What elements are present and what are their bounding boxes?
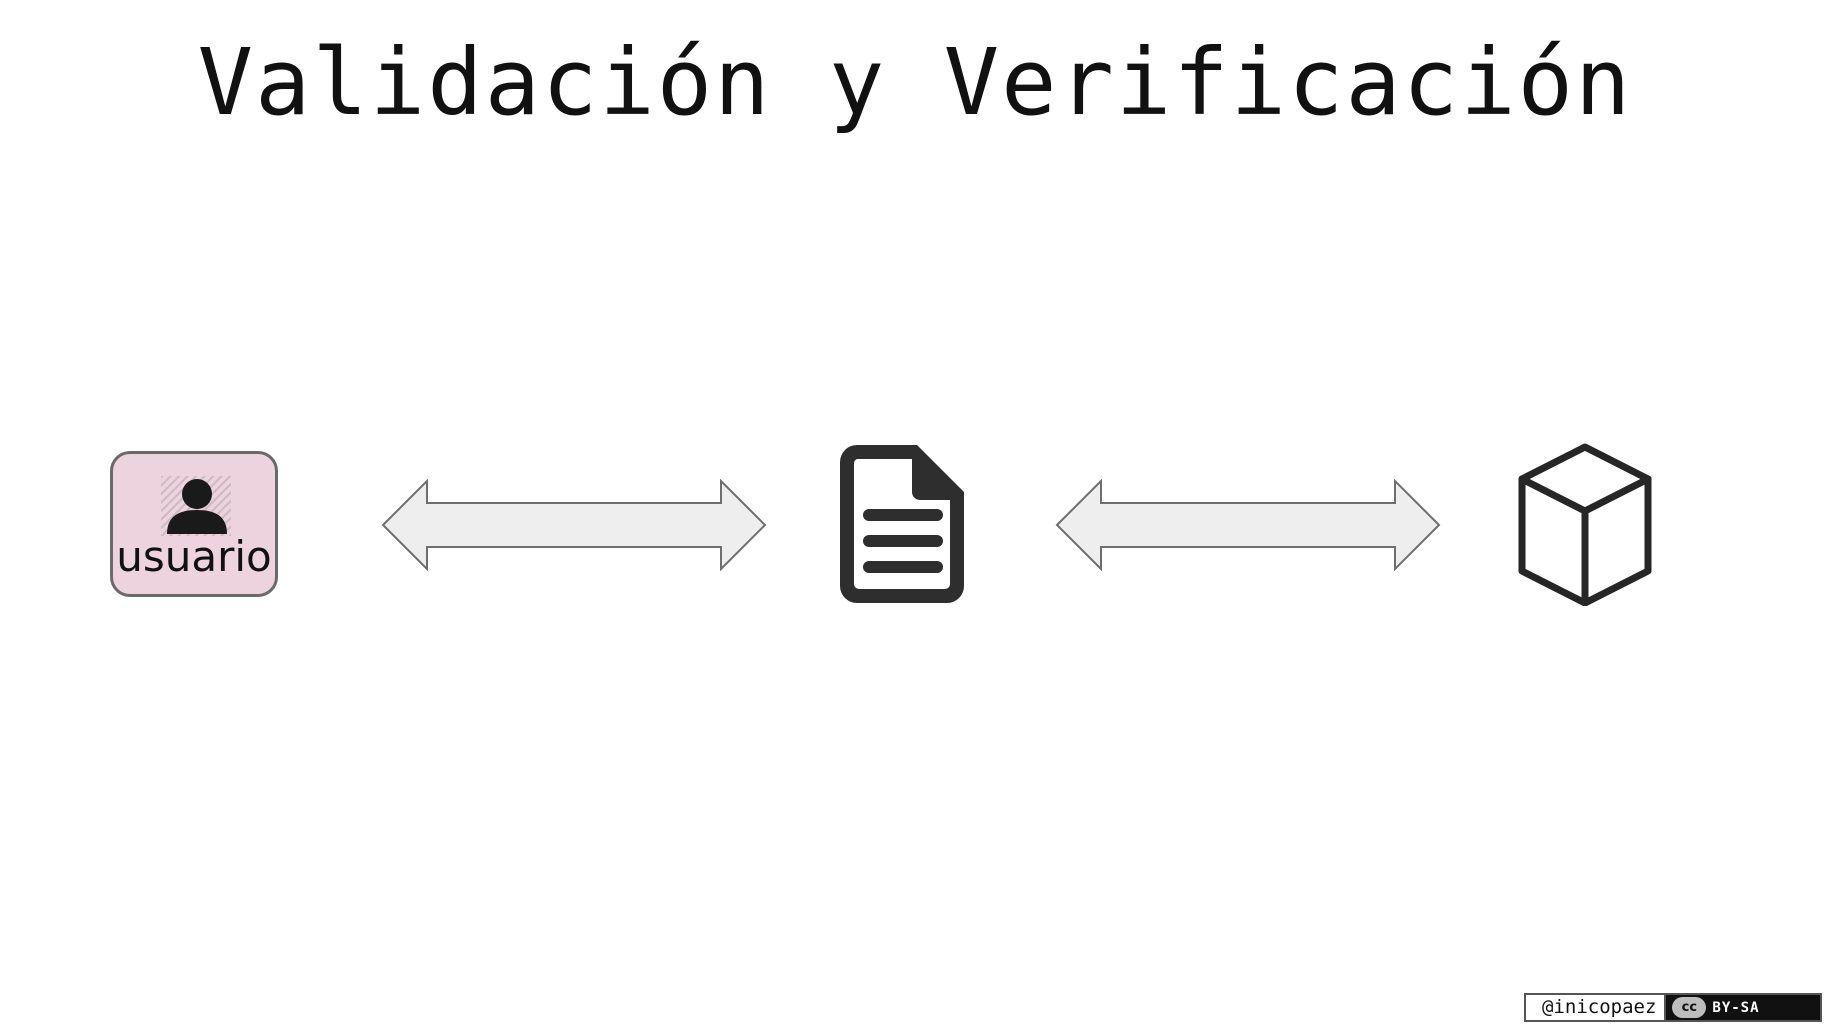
document-icon <box>840 445 964 603</box>
cube-icon <box>1518 443 1652 606</box>
license-label: BY-SA <box>1712 999 1760 1016</box>
user-label: usuario <box>116 532 272 581</box>
creative-commons-icon: cc <box>1672 997 1707 1018</box>
slide-title: Validación y Verificación <box>197 29 1633 136</box>
author-handle: @inicopaez <box>1526 995 1667 1020</box>
bidirectional-arrow-document-product <box>1055 479 1441 571</box>
person-icon <box>167 479 227 534</box>
bidirectional-arrow-user-document <box>381 479 767 571</box>
user-node: usuario <box>110 451 278 597</box>
license-credit: @inicopaez cc BY-SA <box>1524 993 1823 1022</box>
license-badge: cc BY-SA <box>1666 995 1821 1020</box>
